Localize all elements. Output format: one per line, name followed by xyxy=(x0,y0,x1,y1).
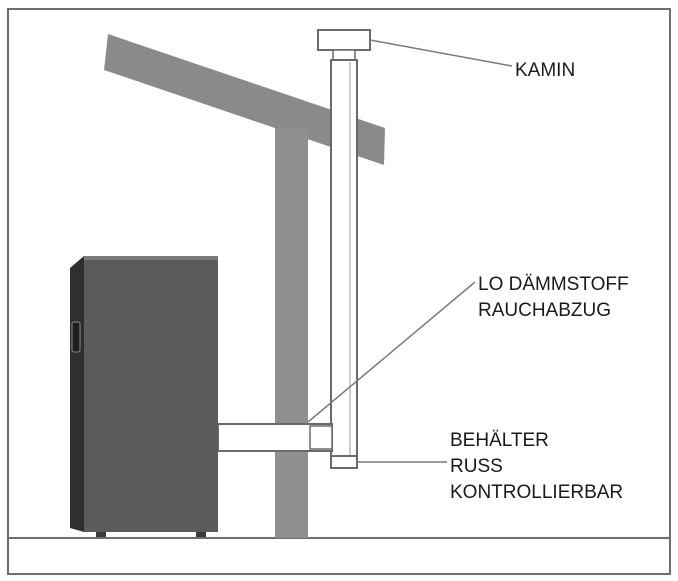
label-behaelter-line3: KONTROLLIERBAR xyxy=(450,482,623,503)
stove-top-edge xyxy=(84,256,218,260)
flue-pipe-connector xyxy=(309,425,333,450)
kamin-leader-line xyxy=(369,39,513,67)
diagram-frame xyxy=(7,8,671,575)
chimney-cap xyxy=(317,29,371,51)
roof-beam xyxy=(104,34,385,165)
chimney-cap-collar xyxy=(332,49,356,61)
label-behaelter-line2: RUSS xyxy=(450,456,503,477)
label-kamin: KAMIN xyxy=(515,60,575,81)
soot-container xyxy=(330,455,358,469)
label-behaelter-line1: BEHÄLTER xyxy=(450,430,549,451)
stove-foot-right xyxy=(196,532,206,537)
stove-foot-left xyxy=(96,532,106,537)
stove-body xyxy=(84,256,218,532)
wall-post xyxy=(275,128,308,538)
stove-side-panel xyxy=(70,256,84,532)
label-daemmstoff-line2: RAUCHABZUG xyxy=(478,300,611,321)
chimney-pipe xyxy=(330,59,358,461)
daemmstoff-leader-line xyxy=(307,281,476,423)
label-daemmstoff-line1: LO DÄMMSTOFF xyxy=(478,274,629,295)
stove-handle xyxy=(71,321,81,353)
